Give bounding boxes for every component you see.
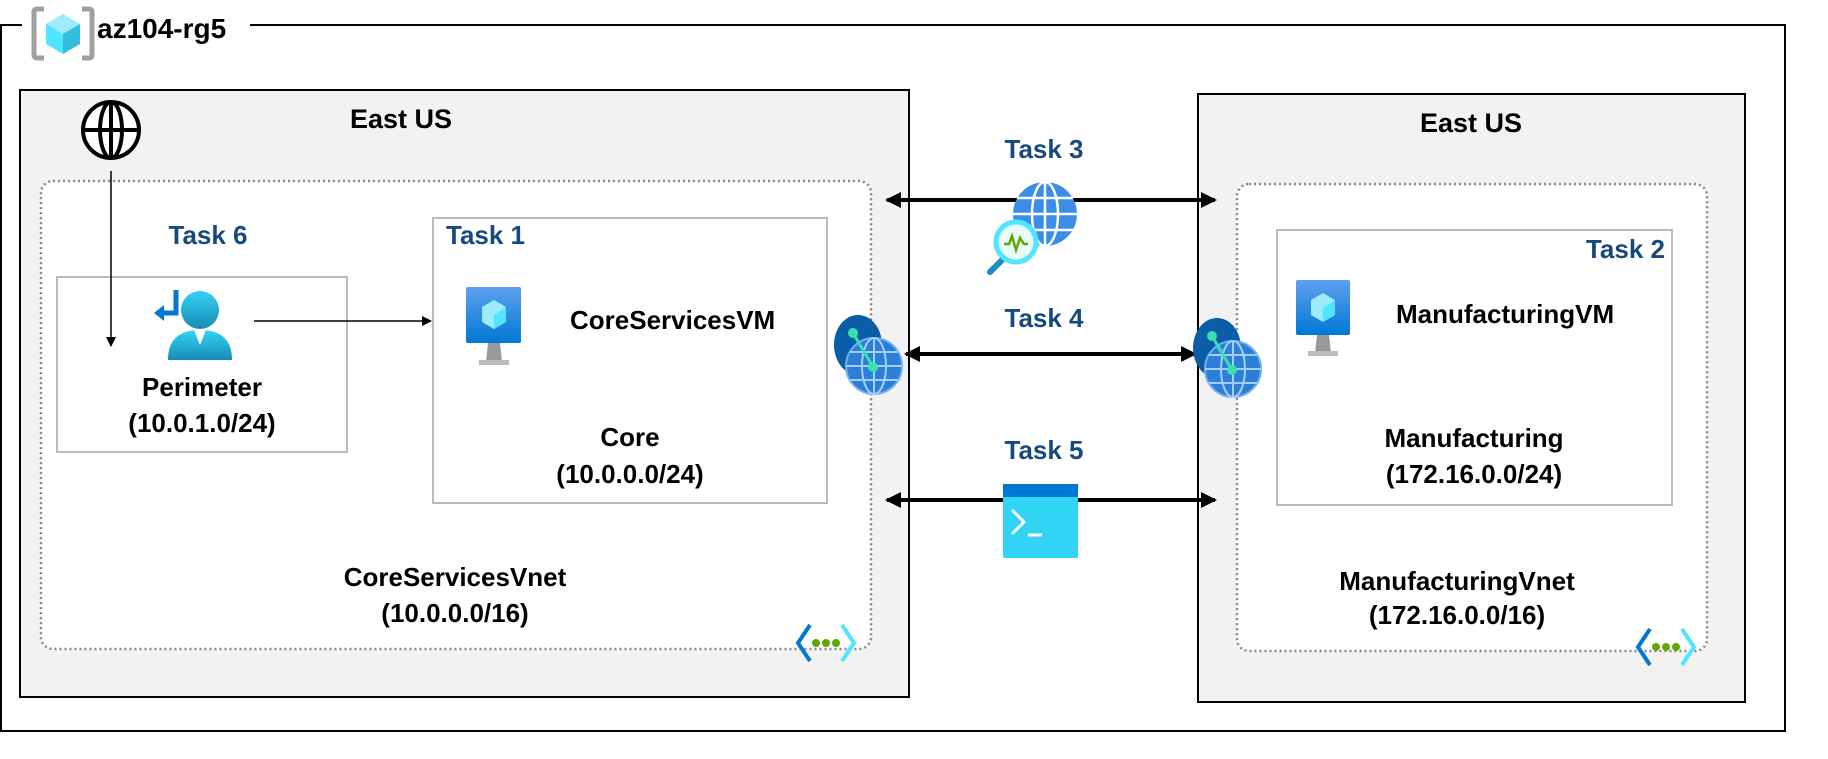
region-label-left: East US	[349, 104, 453, 134]
internet-globe-icon	[81, 100, 141, 160]
task1-label: Task 1	[446, 220, 526, 250]
task3-label: Task 3	[1004, 134, 1084, 164]
network-watcher-icon	[987, 180, 1077, 275]
manufacturing-subnet-cidr: (172.16.0.0/24)	[1385, 459, 1563, 489]
manufacturing-subnet-name: Manufacturing	[1384, 423, 1564, 453]
cloud-shell-icon	[1003, 484, 1078, 558]
user-icon	[154, 290, 232, 360]
core-vnet-cidr: (10.0.0.0/16)	[381, 598, 529, 628]
perimeter-subnet-cidr: (10.0.1.0/24)	[128, 408, 276, 438]
perimeter-subnet-name: Perimeter	[142, 372, 262, 402]
subnet-box-manufacturing	[1276, 229, 1673, 506]
manufacturing-vnet-cidr: (172.16.0.0/16)	[1368, 600, 1546, 630]
task5-label: Task 5	[1004, 435, 1084, 465]
resource-group-frame	[0, 24, 1786, 732]
manufacturing-vm-name: ManufacturingVM	[1396, 299, 1615, 329]
task6-label: Task 6	[168, 220, 248, 250]
core-subnet-cidr: (10.0.0.0/24)	[556, 459, 704, 489]
resource-group-icon	[22, 4, 96, 64]
task2-label: Task 2	[1585, 234, 1665, 264]
manufacturing-vm-icon	[1296, 280, 1350, 356]
core-vnet-name: CoreServicesVnet	[343, 562, 567, 592]
vnet-icon-right	[1635, 627, 1697, 667]
region-label-right: East US	[1419, 108, 1523, 138]
task4-label: Task 4	[1004, 303, 1084, 333]
core-vm-name: CoreServicesVM	[570, 305, 776, 335]
vnet-icon-left	[795, 623, 857, 663]
manufacturing-vnet-name: ManufacturingVnet	[1339, 566, 1575, 596]
resource-group-name: az104-rg5	[97, 13, 227, 44]
vnet-peering-icon-left	[834, 315, 903, 395]
core-subnet-name: Core	[600, 422, 660, 452]
vnet-peering-icon-right	[1193, 318, 1262, 398]
core-vm-icon	[466, 287, 521, 365]
